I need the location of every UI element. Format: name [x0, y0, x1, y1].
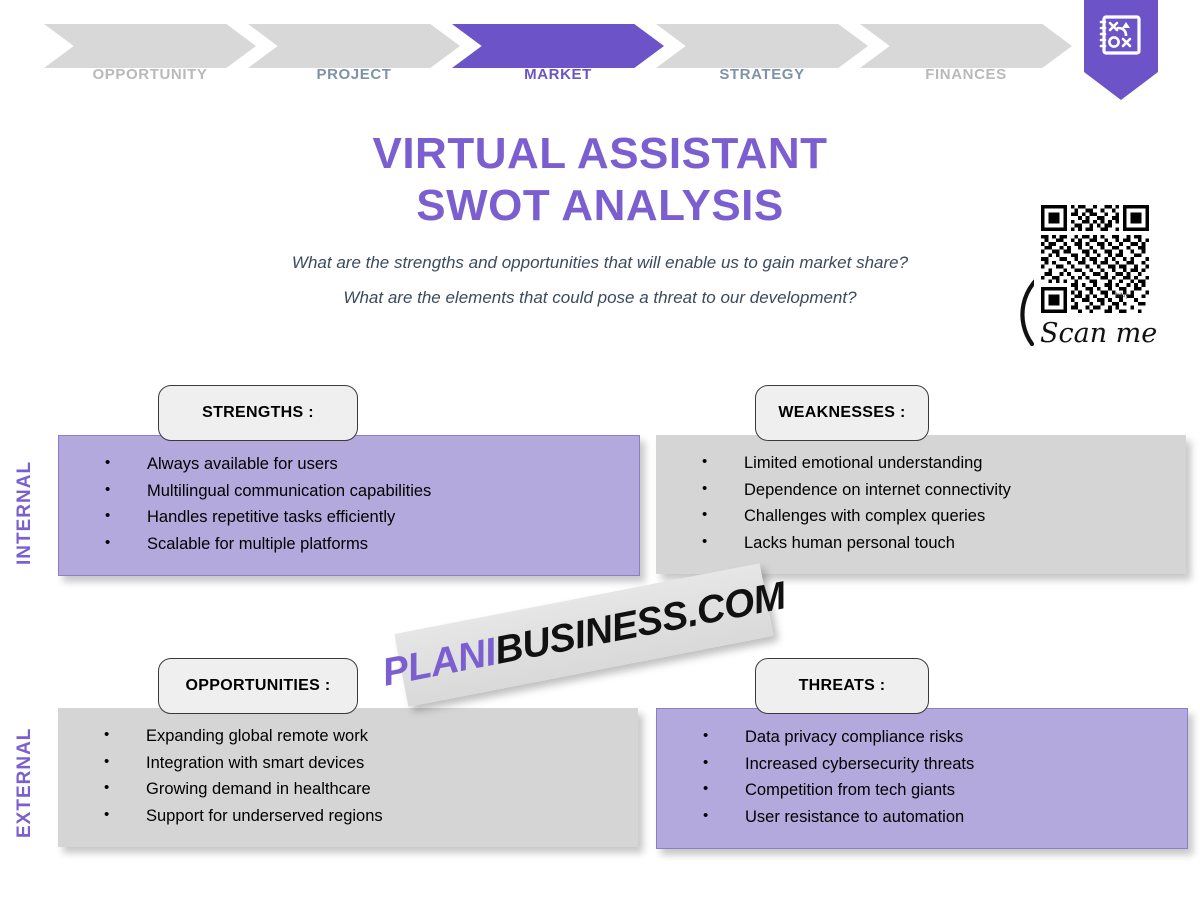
axis-label-external: EXTERNAL: [14, 727, 35, 839]
step-label-project[interactable]: PROJECT: [316, 66, 392, 83]
step-chevron-market[interactable]: [452, 24, 664, 68]
title-block: VIRTUAL ASSISTANT SWOT ANALYSIS What are…: [0, 128, 1200, 311]
weaknesses-panel: Limited emotional understandingDependenc…: [656, 435, 1186, 574]
step-chevron-project[interactable]: [248, 24, 460, 68]
list-item: Limited emotional understanding: [702, 454, 1186, 472]
threats-list: Data privacy compliance risksIncreased c…: [657, 709, 1187, 825]
strengths-list: Always available for usersMultilingual c…: [59, 436, 639, 552]
qr-code-matrix: [1041, 205, 1149, 313]
strategy-playbook-icon: [1099, 15, 1141, 55]
list-item: Competition from tech giants: [703, 781, 1187, 799]
list-item: Increased cybersecurity threats: [703, 755, 1187, 773]
list-item: User resistance to automation: [703, 808, 1187, 826]
subtitle-question-2: What are the elements that could pose a …: [343, 288, 857, 308]
opportunities-list: Expanding global remote workIntegration …: [58, 708, 638, 824]
weaknesses-label: WEAKNESSES :: [755, 385, 929, 441]
list-item: Always available for users: [105, 455, 639, 473]
strengths-label: STRENGTHS :: [158, 385, 358, 441]
list-item: Expanding global remote work: [104, 727, 638, 745]
step-label-opportunity[interactable]: OPPORTUNITY: [92, 66, 208, 83]
watermark-part2: BUSINESS.COM: [491, 574, 790, 673]
list-item: Data privacy compliance risks: [703, 728, 1187, 746]
scan-me-caption: Scan me: [1040, 318, 1158, 349]
opportunities-label: OPPORTUNITIES :: [158, 658, 358, 714]
step-chevron-finances[interactable]: [860, 24, 1072, 68]
qr-code-image[interactable]: [1034, 198, 1156, 320]
step-label-finances[interactable]: FINANCES: [925, 66, 1007, 83]
page-title-line1: VIRTUAL ASSISTANT: [372, 129, 828, 178]
list-item: Lacks human personal touch: [702, 534, 1186, 552]
step-navigation: OPPORTUNITY PROJECT MARKET STRATEGY FINANCES: [0, 0, 1200, 100]
list-item: Growing demand in healthcare: [104, 780, 638, 798]
step-label-market[interactable]: MARKET: [524, 66, 592, 83]
step-chevron-strategy[interactable]: [656, 24, 868, 68]
watermark-part1: PLANI: [378, 630, 500, 695]
list-item: Handles repetitive tasks efficiently: [105, 508, 639, 526]
threats-panel: Data privacy compliance risksIncreased c…: [656, 708, 1188, 849]
list-item: Integration with smart devices: [104, 754, 638, 772]
site-watermark: PLANIBUSINESS.COM: [379, 563, 789, 707]
weaknesses-list: Limited emotional understandingDependenc…: [656, 435, 1186, 551]
page-title-line2: SWOT ANALYSIS: [416, 180, 784, 230]
list-item: Scalable for multiple platforms: [105, 535, 639, 553]
step-label-strategy[interactable]: STRATEGY: [719, 66, 805, 83]
list-item: Multilingual communication capabilities: [105, 482, 639, 500]
list-item: Challenges with complex queries: [702, 507, 1186, 525]
strengths-panel: Always available for usersMultilingual c…: [58, 435, 640, 576]
threats-label: THREATS :: [755, 658, 929, 714]
list-item: Dependence on internet connectivity: [702, 481, 1186, 499]
list-item: Support for underserved regions: [104, 807, 638, 825]
axis-label-internal: INTERNAL: [14, 460, 35, 565]
opportunities-panel: Expanding global remote workIntegration …: [58, 708, 638, 847]
subtitle-question-1: What are the strengths and opportunities…: [291, 252, 909, 272]
step-chevron-opportunity[interactable]: [44, 24, 256, 68]
qr-code-block[interactable]: bit.ly Scan me: [1018, 190, 1188, 360]
qr-watermark-tag: bit.ly: [1116, 293, 1129, 299]
